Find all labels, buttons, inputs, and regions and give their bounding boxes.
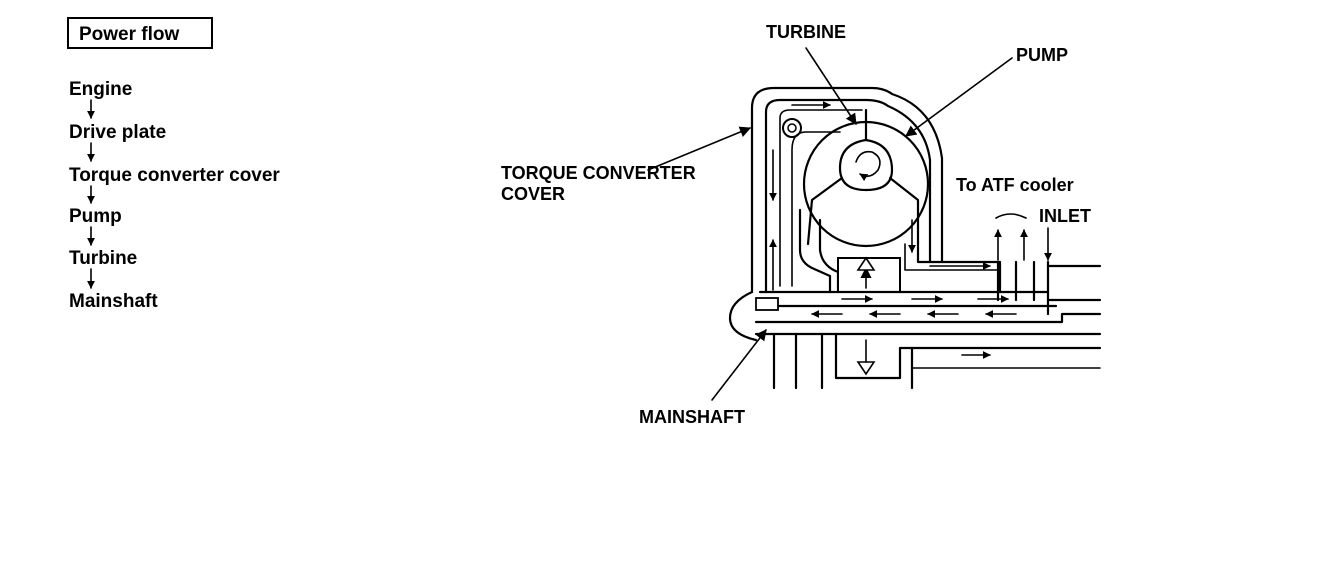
label-inlet: INLET xyxy=(1039,206,1091,226)
flow-step-torque-converter-cover: Torque converter cover xyxy=(69,165,280,186)
flow-step-turbine: Turbine xyxy=(69,248,137,269)
flow-step-engine: Engine xyxy=(69,79,132,100)
label-turbine: TURBINE xyxy=(766,22,846,42)
label-torque-converter-cover-2: COVER xyxy=(501,184,565,204)
leader-turbine xyxy=(805,47,857,125)
leader-cover xyxy=(647,126,752,171)
hub-right-wall-inner xyxy=(904,243,1001,271)
spoke-left xyxy=(806,176,844,246)
leader-mainshaft xyxy=(711,329,767,401)
label-torque-converter-cover-1: TORQUE CONVERTER xyxy=(501,163,696,183)
hub-left-wall xyxy=(798,208,832,294)
flow-step-drive-plate: Drive plate xyxy=(69,122,166,143)
cover-channel-b xyxy=(791,131,841,287)
converter-cover-inner xyxy=(764,98,932,294)
cover-bolt xyxy=(782,118,802,138)
power-flow-title-box xyxy=(67,17,213,49)
label-atf-cooler: To ATF cooler xyxy=(956,175,1074,195)
stator-flow-loop xyxy=(855,150,881,182)
crank-boss xyxy=(728,290,758,342)
leader-pump xyxy=(905,57,1013,137)
flow-step-mainshaft: Mainshaft xyxy=(69,291,158,312)
hub-right-wall xyxy=(916,242,1002,294)
boss-slot xyxy=(755,297,779,311)
label-mainshaft: MAINSHAFT xyxy=(639,407,745,427)
shaft-lower-wall xyxy=(754,312,1102,324)
lower-block-arrow xyxy=(856,361,876,376)
power-flow-title: Power flow xyxy=(79,24,180,45)
stator-core xyxy=(838,138,894,192)
lower-block xyxy=(834,332,1102,380)
cover-channel-a xyxy=(779,109,863,287)
torque-converter-drawing xyxy=(647,47,1102,401)
passage-flow-arrows xyxy=(769,101,1017,318)
power-flow-legend: Power flow Engine Drive plate Torque con… xyxy=(67,17,280,312)
stator-support-arrow-head xyxy=(856,256,876,271)
converter-cover-outer xyxy=(750,86,944,294)
spoke-right xyxy=(888,176,920,246)
cover-bolt-center xyxy=(787,123,797,133)
flow-step-pump: Pump xyxy=(69,206,122,227)
atf-cooler-ports xyxy=(994,213,1052,316)
label-pump: PUMP xyxy=(1016,45,1068,65)
cooler-bracket xyxy=(995,213,1027,219)
